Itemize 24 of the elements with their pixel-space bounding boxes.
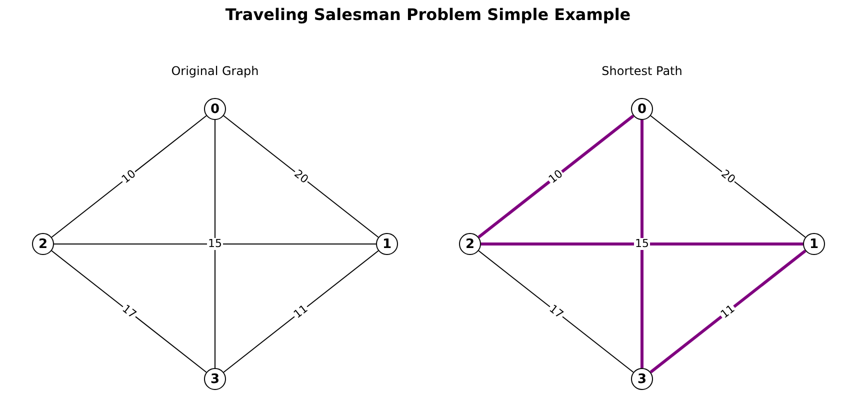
graph-edge [223,250,379,373]
subplot-title: Shortest Path [602,64,682,78]
chart-title: Traveling Salesman Problem Simple Example [224,5,632,24]
graph-edge [478,250,634,373]
graph-edge [478,114,634,238]
graph-edge [51,250,207,373]
graph-edge [481,242,803,246]
graph-edge [650,115,806,238]
graph-edge [223,115,379,238]
graph-node: 2 [32,233,54,255]
graph-node: 2 [459,233,481,255]
graph-node: 1 [803,233,825,255]
graph-node: 3 [631,368,653,390]
graph-node: 3 [204,368,226,390]
graph-node: 1 [376,233,398,255]
subplot-title: Original Graph [171,64,259,78]
graph-node: 0 [204,98,226,120]
graph-edge [214,120,216,368]
edge-label: 15 [634,238,650,250]
graph-edge [51,115,207,238]
graph-node: 0 [631,98,653,120]
edge-label: 15 [207,238,223,250]
graph-edge [650,250,806,374]
graph-edge [640,120,644,368]
